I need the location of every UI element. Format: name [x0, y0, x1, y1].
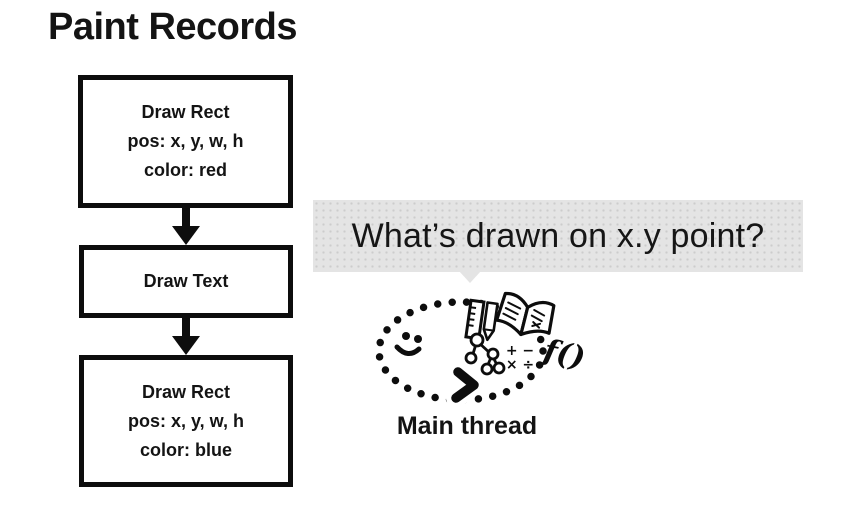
box-line: Draw Text [143, 271, 229, 291]
flow-box-draw-rect-blue: Draw Rect pos: x, y, w, h color: blue [79, 355, 293, 487]
down-arrow-icon [172, 317, 200, 355]
page-title: Paint Records [48, 6, 298, 48]
box-line: color: blue [139, 439, 232, 460]
box-line: color: red [143, 160, 227, 180]
arrow-head [172, 336, 200, 355]
loop-chevron-arrow-icon [446, 362, 484, 408]
box-line: Draw Rect [141, 102, 230, 122]
arrow-head [172, 226, 200, 245]
math-row-1: + − [506, 343, 534, 359]
main-thread-illustration: + − × ÷ f() [375, 291, 589, 408]
box-line: pos: x, y, w, h [127, 131, 244, 151]
speech-bubble: What’s drawn on x.y point? [313, 200, 803, 283]
arrow-shaft [182, 317, 190, 336]
open-book-icon [495, 291, 556, 337]
flow-box-draw-text: Draw Text [79, 245, 293, 318]
math-symbols-icon: + − × ÷ [506, 343, 534, 373]
smiley-face-icon [394, 332, 422, 356]
math-row-2: × ÷ [506, 357, 534, 373]
function-notation-icon: f() [539, 333, 589, 376]
flow-box-draw-rect-red: Draw Rect pos: x, y, w, h color: red [78, 75, 293, 208]
pencil-icon [482, 301, 499, 342]
box-line: Draw Rect [141, 381, 231, 402]
main-thread-label: Main thread [396, 412, 538, 440]
box-line: pos: x, y, w, h [127, 410, 244, 431]
arrow-shaft [182, 207, 190, 226]
down-arrow-icon [172, 207, 200, 245]
speech-bubble-text: What’s drawn on x.y point? [351, 216, 765, 255]
tree-diagram-icon [464, 332, 506, 376]
speech-bubble-tail [459, 271, 481, 283]
